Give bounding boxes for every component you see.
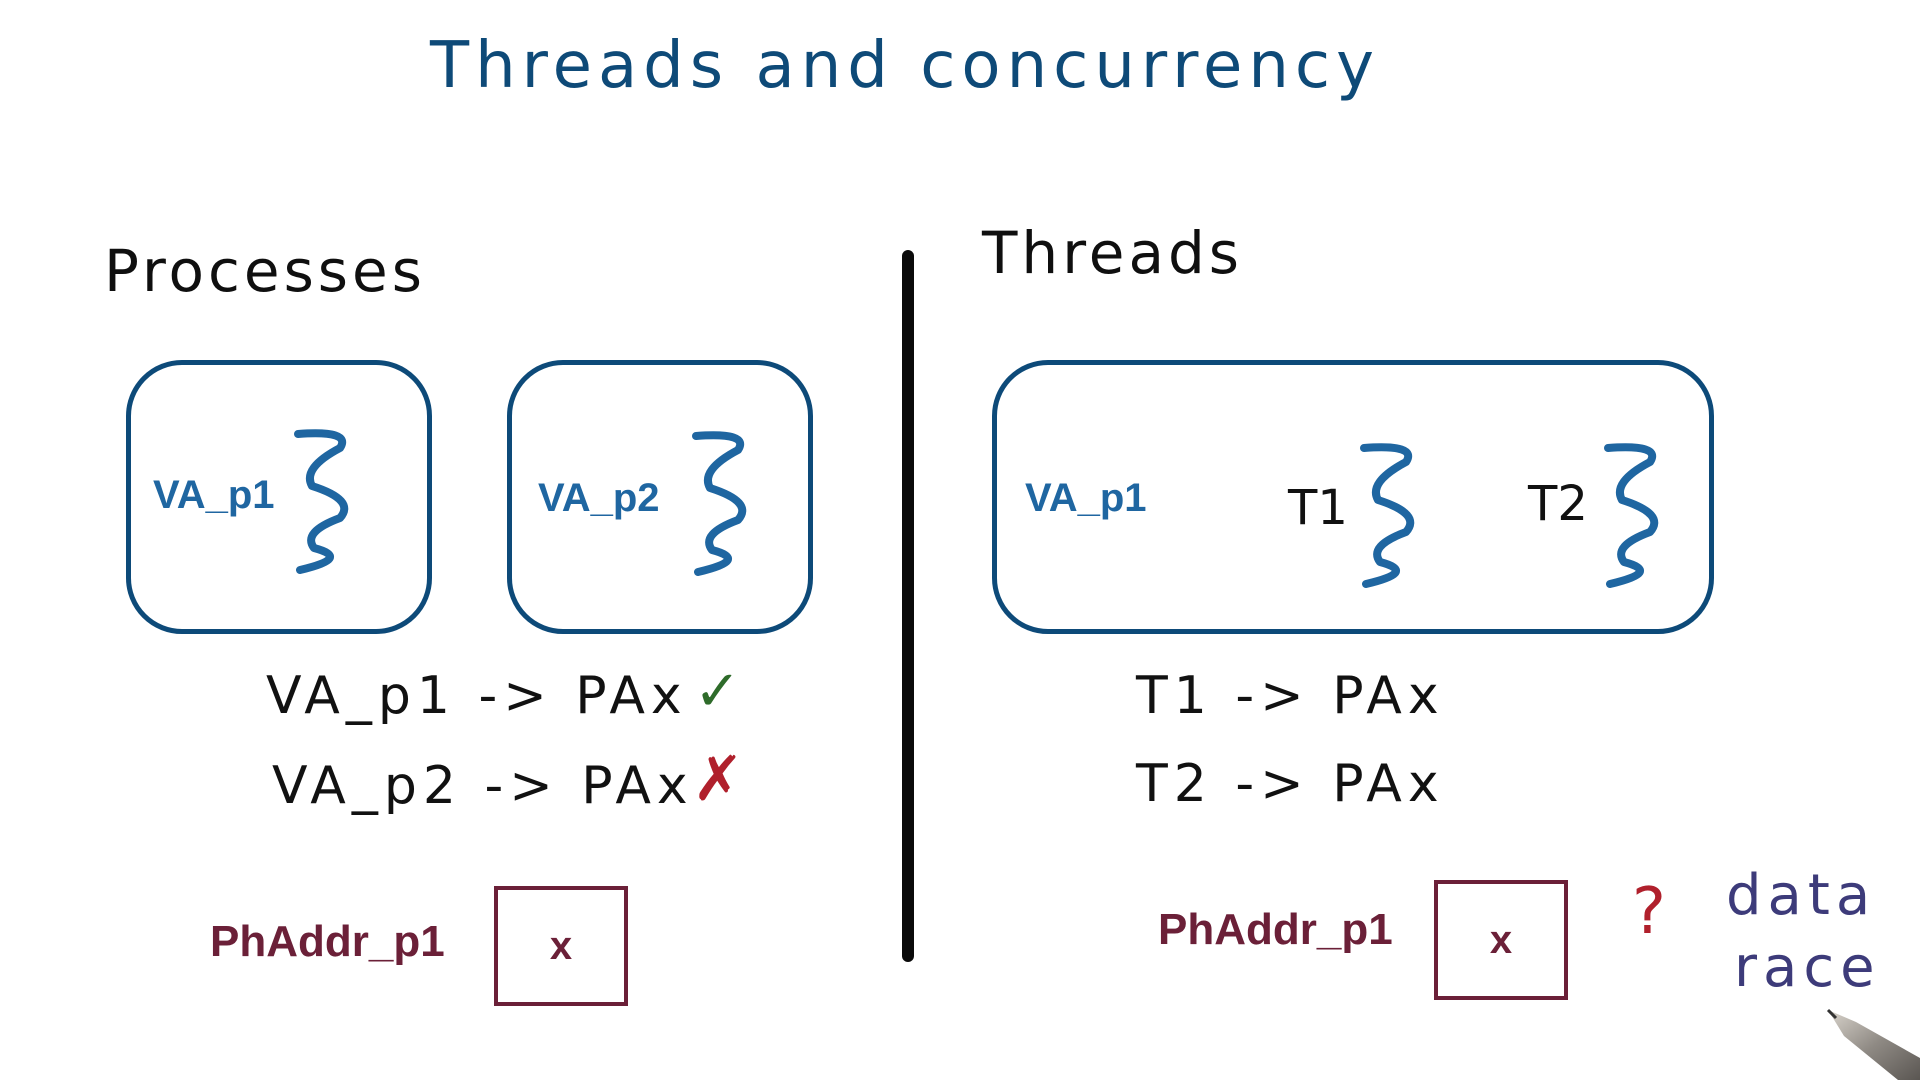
process-2-box — [507, 360, 813, 634]
page-title: Threads and concurrency — [430, 29, 1380, 103]
thread-1-mapping: T1 -> PAx — [1136, 666, 1445, 726]
squiggle-thread-icon — [1360, 443, 1415, 588]
thread-1-label: T1 — [1288, 480, 1348, 536]
data-race-note-line-2: race — [1734, 935, 1881, 1000]
process-box-shared — [992, 360, 1714, 634]
physical-address-label: PhAddr_p1 — [210, 917, 445, 966]
squiggle-thread-icon — [692, 431, 747, 576]
thread-2-mapping: T2 -> PAx — [1136, 754, 1445, 814]
threads-heading: Threads — [982, 219, 1244, 287]
physical-memory-cell: x — [494, 886, 628, 1006]
processes-heading: Processes — [104, 237, 426, 305]
process-2-mapping: VA_p2 -> PAx — [272, 756, 694, 816]
cross-icon: ✗ — [692, 742, 744, 815]
pen-tip-icon — [1826, 1008, 1920, 1080]
memory-cell-value: x — [1489, 917, 1513, 962]
process-2-address-space-label: VA_p2 — [538, 476, 660, 520]
check-icon: ✓ — [694, 659, 741, 724]
squiggle-thread-icon — [294, 429, 349, 574]
section-divider — [902, 250, 914, 962]
process-1-mapping: VA_p1 -> PAx — [266, 666, 688, 726]
physical-memory-cell: x — [1434, 880, 1568, 1000]
shared-address-space-label: VA_p1 — [1025, 476, 1147, 520]
question-mark: ? — [1632, 875, 1666, 949]
data-race-note-line-1: data — [1726, 863, 1877, 928]
process-1-address-space-label: VA_p1 — [153, 473, 275, 517]
squiggle-thread-icon — [1604, 443, 1659, 588]
thread-2-label: T2 — [1528, 476, 1588, 532]
memory-cell-value: x — [549, 923, 573, 968]
process-1-box — [126, 360, 432, 634]
physical-address-label: PhAddr_p1 — [1158, 905, 1393, 954]
